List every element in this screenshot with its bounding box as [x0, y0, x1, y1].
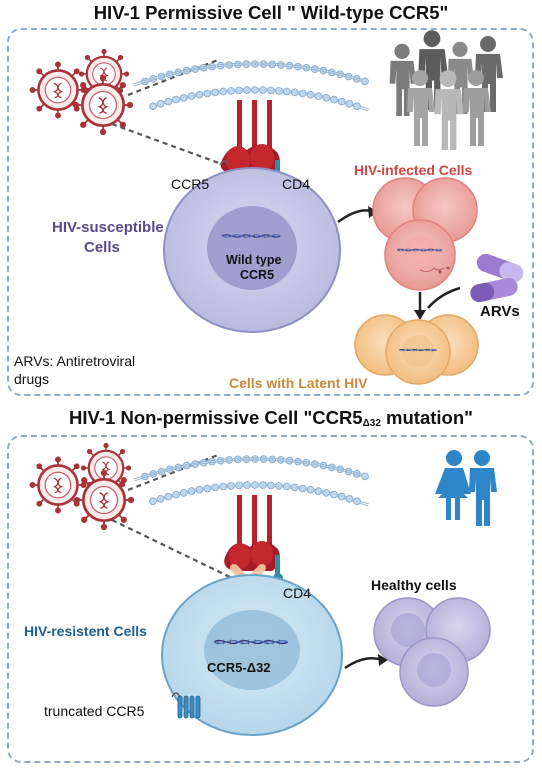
cell-membrane-icon: [132, 454, 370, 509]
virus-icon: [29, 48, 134, 136]
healthy-cells-label: Healthy cells: [371, 577, 457, 593]
arv-pills-icon: [470, 253, 524, 303]
footnote-line1: ARVs: Antiretroviral: [14, 353, 136, 369]
arvs-label: ARVs: [480, 303, 520, 320]
bottom-title-main: HIV-1 Non-permissive Cell "CCR5: [69, 407, 363, 428]
resistant-cells-label: HIV-resistent Cells: [24, 623, 147, 639]
gene-delta32-label: CCR5-Δ32: [207, 660, 271, 675]
gene-label-line2: CCR5: [240, 268, 275, 282]
healthy-cells-icon: [373, 597, 491, 707]
top-panel: [7, 28, 534, 396]
bottom-title-subscript: Δ32: [362, 418, 381, 429]
bottom-panel-title: HIV-1 Non-permissive Cell "CCR5Δ32 mutat…: [0, 407, 542, 429]
nucleus-icon: [204, 610, 300, 690]
population-icon: [389, 30, 503, 150]
susceptible-label-line2: Cells: [84, 239, 120, 256]
truncated-ccr5-label: truncated CCR5: [44, 703, 145, 719]
infected-cells-icon: [372, 177, 478, 291]
truncated-ccr5-icon: [171, 692, 201, 719]
bottom-panel: [7, 435, 534, 763]
cell-membrane-icon: [132, 59, 370, 114]
gene-label-line1: Wild type: [226, 253, 282, 267]
healthy-couple-icon: [435, 450, 497, 526]
latent-cells-label: Cells with Latent HIV: [229, 375, 368, 391]
cd4-label-top: CD4: [282, 176, 311, 192]
susceptible-label-line1: HIV-susceptible: [52, 219, 164, 236]
latent-cells-icon: [354, 314, 479, 385]
nucleus-icon: [207, 206, 297, 290]
virus-icon: [29, 442, 135, 531]
top-panel-title: HIV-1 Permissive Cell " Wild-type CCR5": [93, 2, 449, 23]
footnote-line2: drugs: [14, 371, 50, 387]
infected-cells-label: HIV-infected Cells: [354, 162, 473, 178]
cd4-label-bottom: CD4: [283, 585, 312, 601]
bottom-title-end: mutation": [380, 407, 473, 428]
ccr5-label: CCR5: [171, 176, 210, 192]
